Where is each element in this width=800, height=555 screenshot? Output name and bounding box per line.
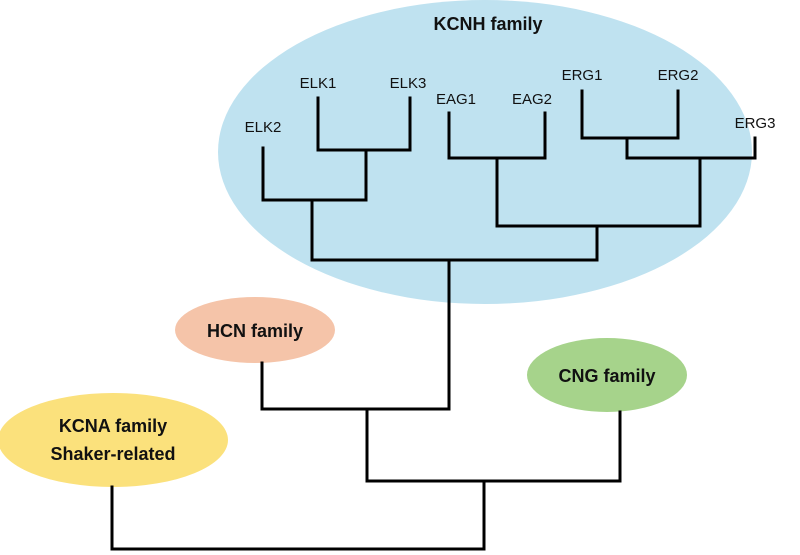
kcna-family-ellipse [0, 393, 228, 487]
leaf-label-erg1: ERG1 [562, 67, 603, 84]
cng-family-label: CNG family [558, 366, 655, 386]
leaf-label-elk2: ELK2 [245, 119, 282, 136]
kcnh-family-ellipse [218, 0, 752, 304]
tree-branches [110, 89, 757, 551]
branch-kcnh-root [310, 198, 599, 262]
branch-erg-clade [625, 136, 757, 160]
kcna-family-label-line2: Shaker-related [50, 444, 175, 464]
kcnh-family-label: KCNH family [433, 14, 542, 34]
branch-cng-join [365, 407, 622, 483]
leaf-label-erg3: ERG3 [735, 115, 776, 132]
cng-family-ellipse [527, 338, 687, 412]
leaf-label-eag2: EAG2 [512, 91, 552, 108]
leaf-label-eag1: EAG1 [436, 91, 476, 108]
branch-elk1-elk3 [316, 96, 412, 152]
leaf-label-elk1: ELK1 [300, 75, 337, 92]
leaf-label-elk3: ELK3 [390, 75, 427, 92]
branch-erg1-erg2 [580, 89, 680, 140]
hcn-family-label: HCN family [207, 321, 303, 341]
leaf-label-erg2: ERG2 [658, 67, 699, 84]
kcna-family-label-line1: KCNA family [59, 416, 167, 436]
branch-hcn-kcnh [260, 258, 451, 411]
branch-kcna-join [110, 479, 486, 551]
branch-elk-clade [261, 146, 368, 202]
hcn-family-ellipse [175, 297, 335, 363]
